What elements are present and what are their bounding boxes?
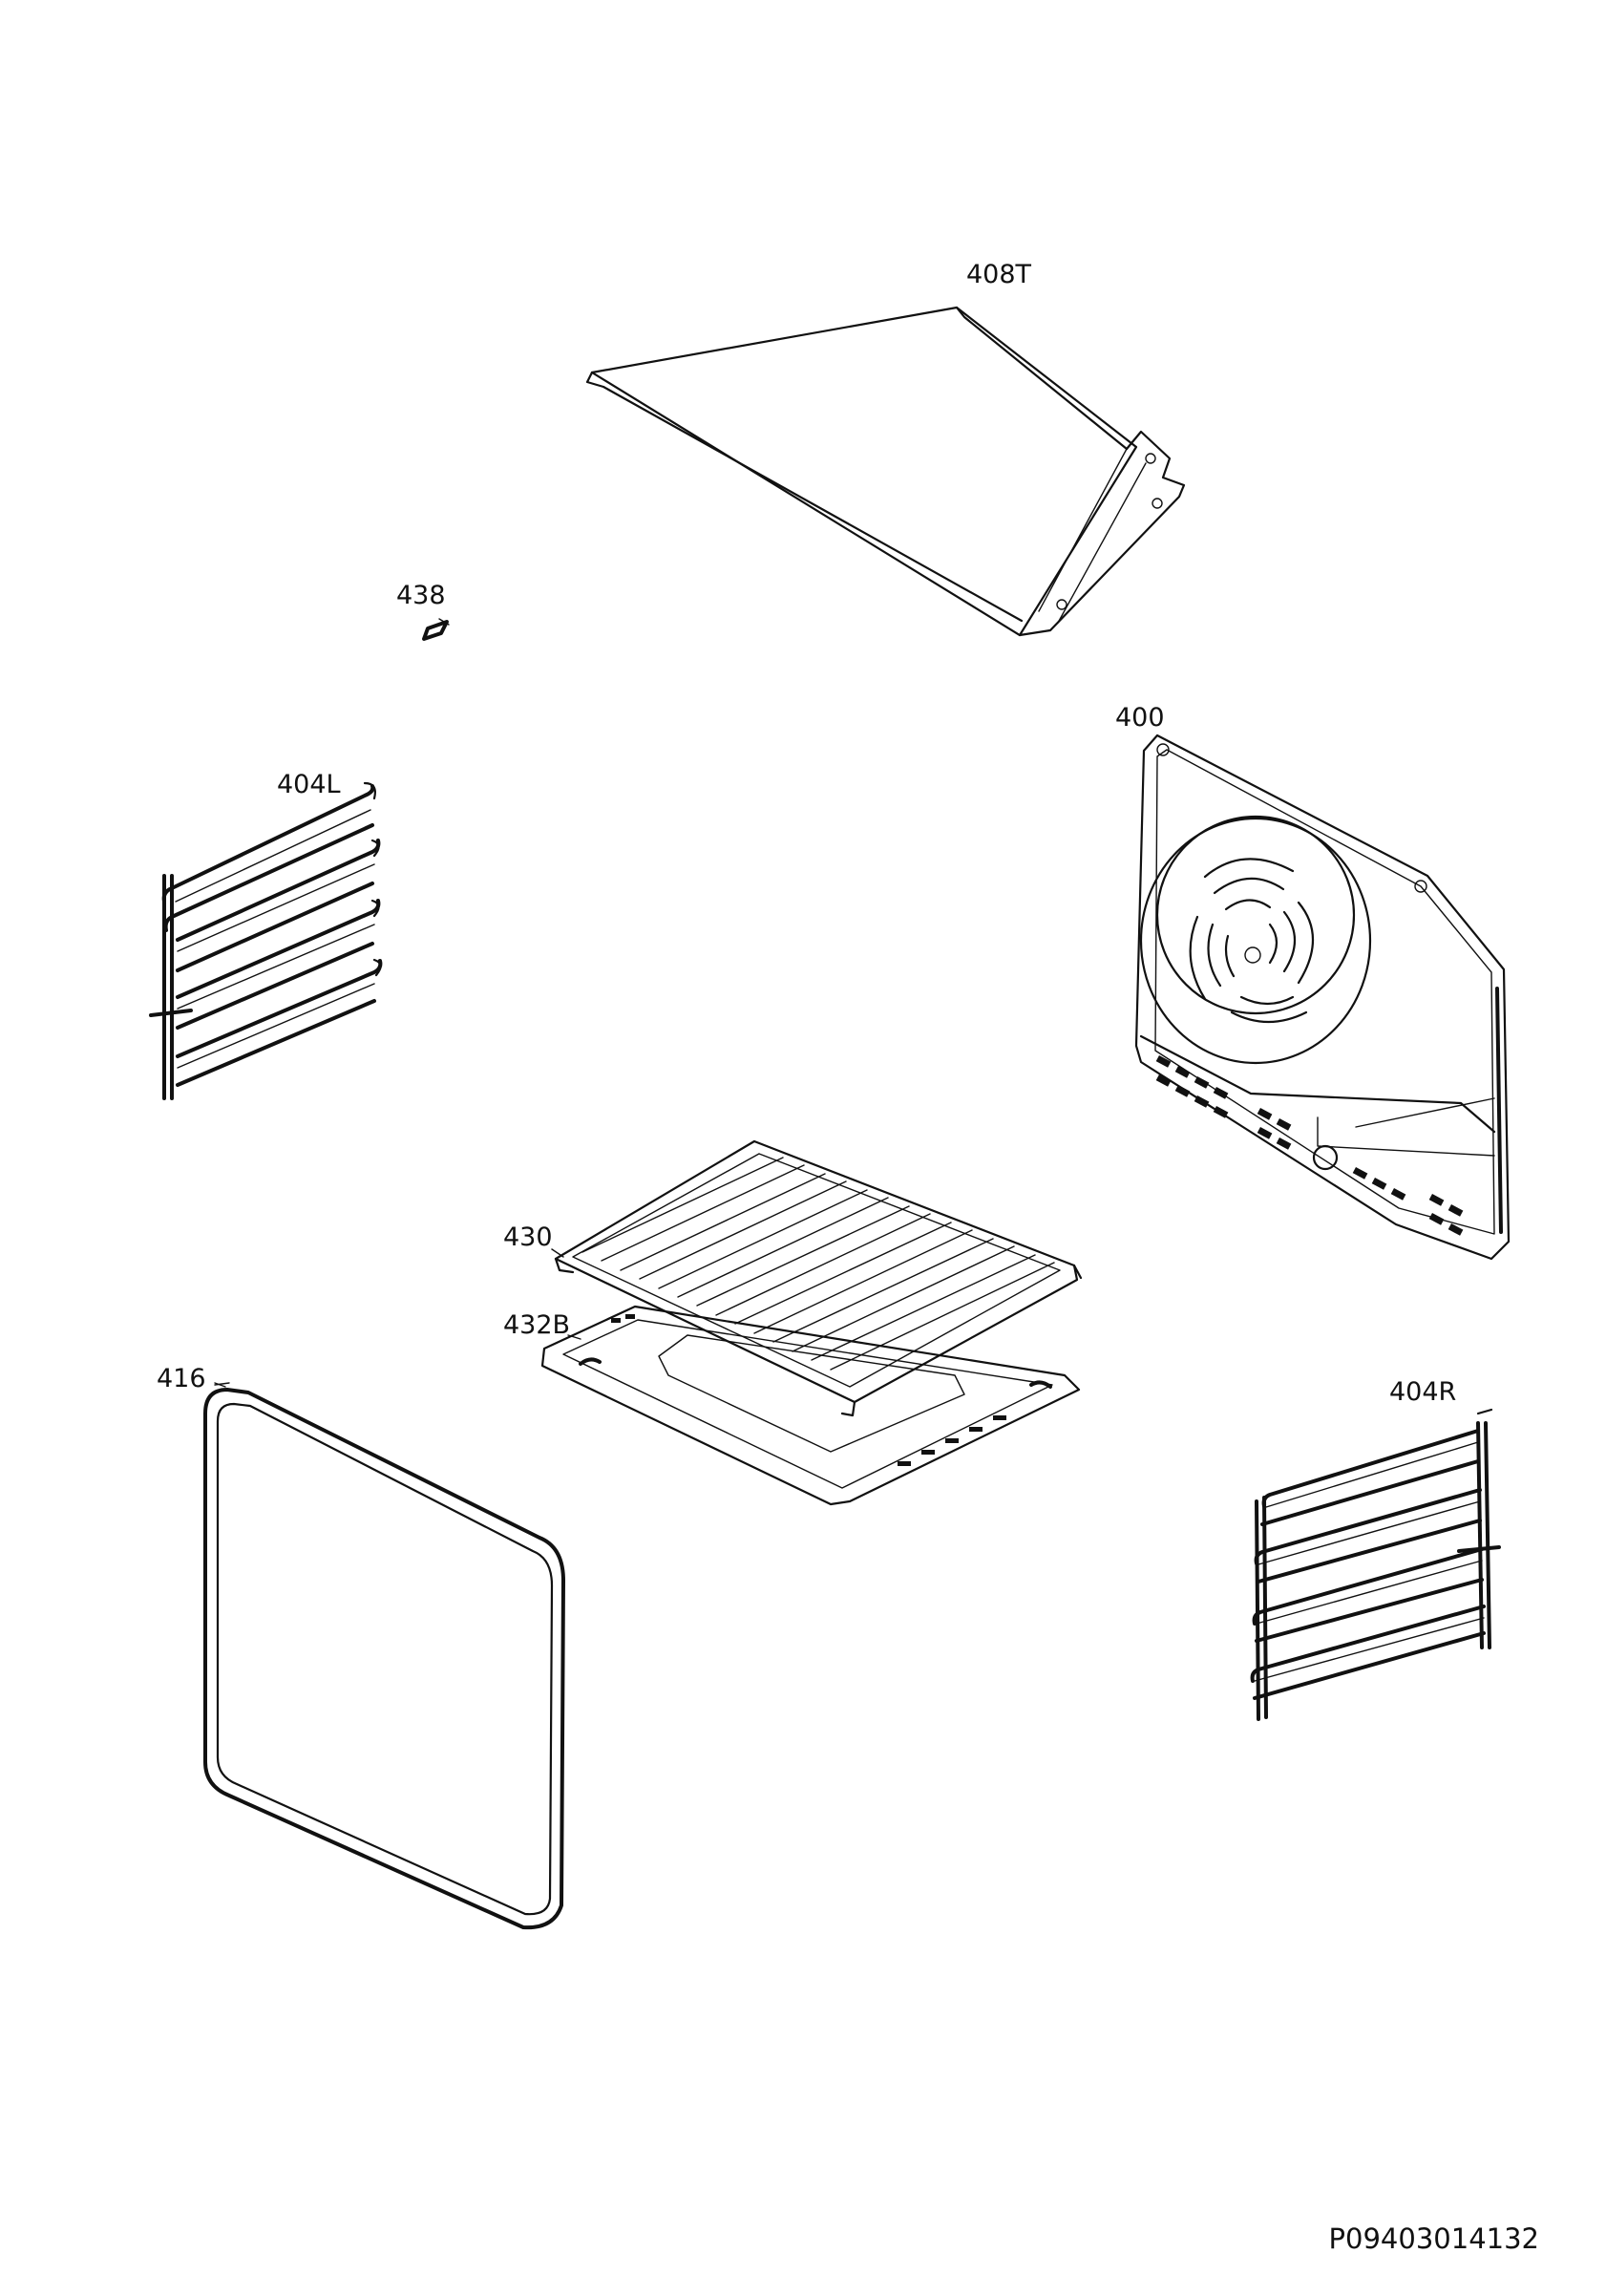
document-code: P09403014132 [1328, 2222, 1539, 2255]
part-438-clip [422, 618, 450, 641]
leader-lines [214, 1248, 581, 1388]
label-430: 430 [503, 1222, 553, 1252]
part-416-door-seal [203, 1382, 565, 1930]
label-416: 416 [157, 1364, 206, 1393]
label-438: 438 [396, 581, 446, 610]
part-400-back-panel [1134, 733, 1511, 1261]
part-408T-top-panel [585, 306, 1186, 637]
label-408T: 408T [966, 260, 1032, 289]
label-404L: 404L [277, 770, 341, 799]
part-404R-right-rack [1250, 1408, 1501, 1721]
part-430-wire-shelf [554, 1139, 1083, 1417]
part-404L-left-rack [149, 781, 383, 1100]
part-432B-baking-tray [540, 1305, 1081, 1506]
label-404R: 404R [1389, 1377, 1457, 1407]
label-400: 400 [1115, 703, 1165, 733]
label-432B: 432B [503, 1310, 571, 1340]
